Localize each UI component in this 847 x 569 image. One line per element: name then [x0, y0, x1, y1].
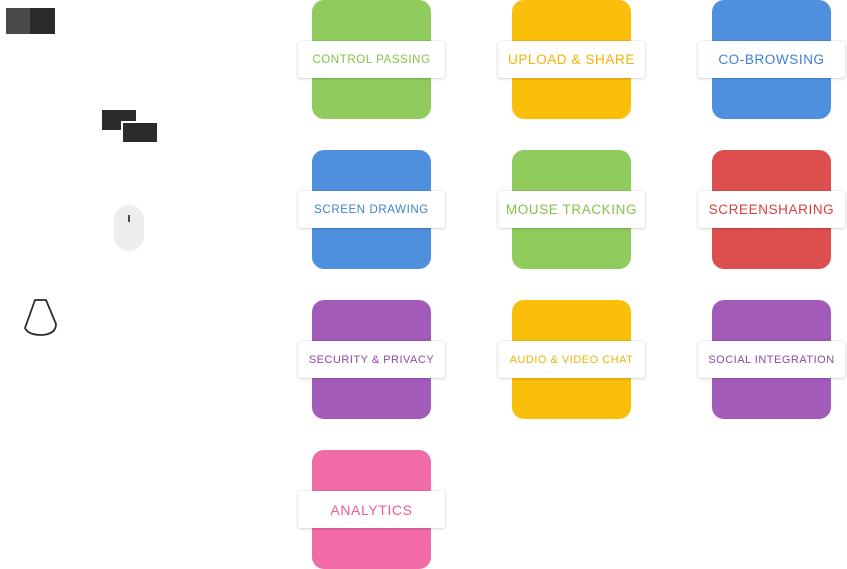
feature-screen-drawing[interactable]: SCREEN DRAWING: [298, 150, 446, 270]
feature-analytics[interactable]: ANALYTICS: [298, 450, 446, 569]
feature-label: SCREEN DRAWING: [298, 191, 445, 228]
feature-co-browsing[interactable]: CO-BROWSING: [698, 0, 846, 120]
feature-screensharing[interactable]: SCREENSHARING: [698, 150, 846, 270]
pen-icon: [24, 299, 57, 336]
feature-label: SECURITY & PRIVACY: [298, 341, 445, 378]
feature-label: CONTROL PASSING: [298, 41, 445, 78]
feature-label: SOCIAL INTEGRATION: [698, 341, 845, 378]
feature-label: AUDIO & VIDEO CHAT: [498, 341, 645, 378]
feature-label: UPLOAD & SHARE: [498, 41, 645, 78]
feature-audio-video-chat[interactable]: AUDIO & VIDEO CHAT: [498, 300, 646, 420]
feature-social-integration[interactable]: SOCIAL INTEGRATION: [698, 300, 846, 420]
windows-icon: [102, 110, 157, 142]
feature-label: SCREENSHARING: [698, 191, 845, 228]
slides-icon: [6, 8, 55, 34]
feature-mouse-tracking[interactable]: MOUSE TRACKING: [498, 150, 646, 270]
feature-label: MOUSE TRACKING: [498, 191, 645, 228]
feature-security-privacy[interactable]: SECURITY & PRIVACY: [298, 300, 446, 420]
feature-control-passing[interactable]: CONTROL PASSING: [298, 0, 446, 120]
feature-label: ANALYTICS: [298, 491, 445, 528]
feature-upload-share[interactable]: UPLOAD & SHARE: [498, 0, 646, 120]
feature-label: CO-BROWSING: [698, 41, 845, 78]
mouse-icon: [114, 205, 144, 251]
